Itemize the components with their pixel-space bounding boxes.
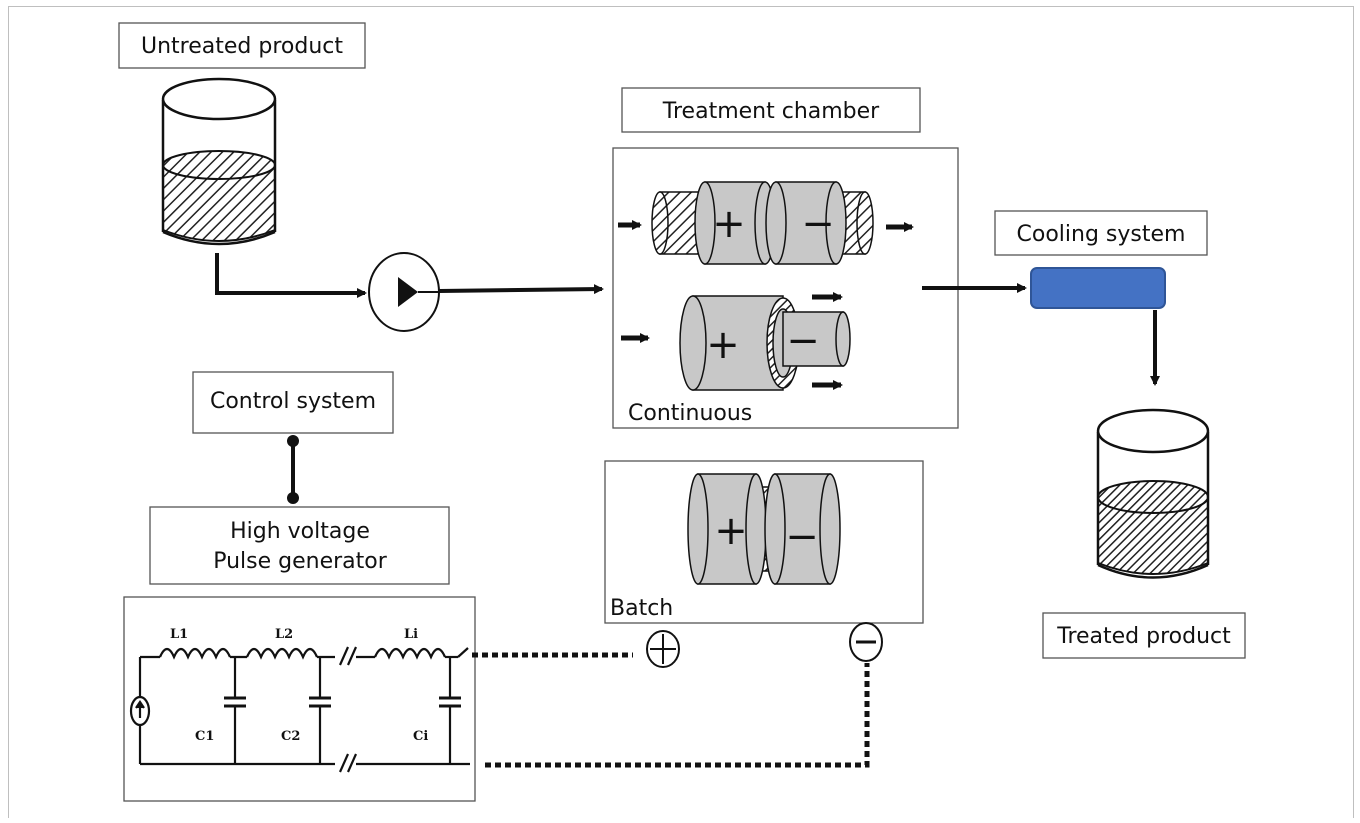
figure-frame [8, 6, 1354, 818]
capacitor-label-3: Ci [413, 729, 428, 744]
control-system-box: Control system [192, 371, 394, 434]
batch-plus-sign: + [714, 508, 748, 554]
pump-icon [368, 252, 440, 332]
capacitor-label-2: C2 [281, 729, 300, 744]
electrode-plus-sign: + [712, 201, 746, 247]
treatment-chamber-label: Treatment chamber [662, 99, 880, 124]
treated-beaker-icon [1096, 408, 1210, 579]
untreated-beaker-icon [161, 77, 277, 246]
untreated-product-label: Untreated product [141, 34, 343, 59]
cooling-unit [1030, 267, 1166, 309]
cooling-system-label: Cooling system [1017, 222, 1186, 247]
capacitor-label-1: C1 [195, 729, 214, 744]
capacitor-icon-1 [224, 657, 246, 764]
pulse-circuit [129, 646, 470, 773]
positive-terminal [646, 630, 680, 668]
inductor-icon-2 [245, 647, 319, 660]
pulse-circuit-box [123, 596, 476, 802]
feed-pipe [215, 253, 367, 298]
inductor-icon-1 [158, 647, 232, 660]
untreated-product-box: Untreated product [118, 22, 366, 69]
batch-minus-sign: − [785, 514, 819, 560]
control-link [287, 435, 299, 504]
inductor-label-2: L2 [275, 627, 293, 642]
control-system-label: Control system [210, 389, 376, 414]
batch-electrode-icon: + − [687, 473, 841, 585]
inductor-label-1: L1 [170, 627, 188, 642]
negative-dotted-wire [485, 663, 870, 768]
pump-to-chamber-pipe [438, 284, 604, 295]
treated-product-label: Treated product [1056, 624, 1231, 649]
pulse-generator-box: High voltage Pulse generator [149, 506, 450, 585]
treated-product-box: Treated product [1042, 612, 1246, 659]
capacitor-icon-2 [309, 657, 331, 764]
pulse-generator-label-line2: Pulse generator [213, 549, 388, 574]
coaxial-plus-sign: + [706, 322, 740, 368]
tubular-electrode-icon: + − [651, 181, 874, 265]
inductor-icon-3 [373, 647, 447, 660]
cooling-system-box: Cooling system [994, 210, 1208, 256]
negative-terminal [849, 622, 883, 662]
batch-label: Batch [610, 596, 673, 621]
coaxial-electrode-icon: + − [679, 295, 851, 391]
coaxial-minus-sign: − [786, 318, 820, 364]
electrode-minus-sign: − [801, 201, 835, 247]
pulse-generator-label-line1: High voltage [230, 519, 370, 544]
capacitor-icon-3 [439, 657, 461, 764]
inductor-label-3: Li [404, 627, 418, 642]
continuous-label: Continuous [628, 401, 752, 426]
treatment-chamber-box: Treatment chamber [621, 87, 921, 133]
